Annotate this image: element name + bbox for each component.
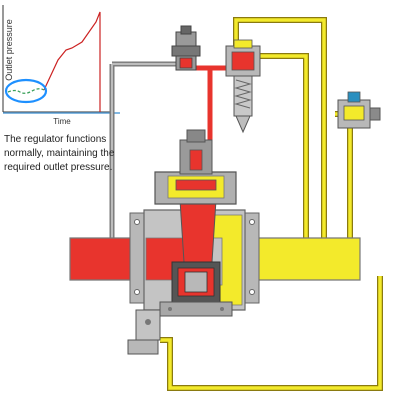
inlet-sensing-line xyxy=(110,62,182,240)
chart-trace-normal xyxy=(7,88,45,94)
pressure-chart: Outlet pressure Time xyxy=(2,5,120,126)
slide-caption: The regulator functions normally, mainta… xyxy=(4,134,115,173)
valve-piston xyxy=(179,199,217,263)
valve-bottom-plate xyxy=(159,301,233,317)
gauge-fitting-icon xyxy=(127,309,161,355)
outlet-pipe xyxy=(247,237,361,281)
needle-valve-icon xyxy=(225,39,261,134)
chart-y-label: Outlet pressure xyxy=(4,19,14,81)
chart-trace-rise xyxy=(43,11,101,112)
chart-x-label: Time xyxy=(53,117,71,126)
chart-highlight-ring xyxy=(4,78,48,104)
pilot-valve-icon xyxy=(171,25,201,71)
sensing-valve-icon xyxy=(337,91,381,129)
main-valve xyxy=(143,129,246,317)
diaphragm xyxy=(175,179,217,191)
main-pipeline xyxy=(69,212,361,304)
